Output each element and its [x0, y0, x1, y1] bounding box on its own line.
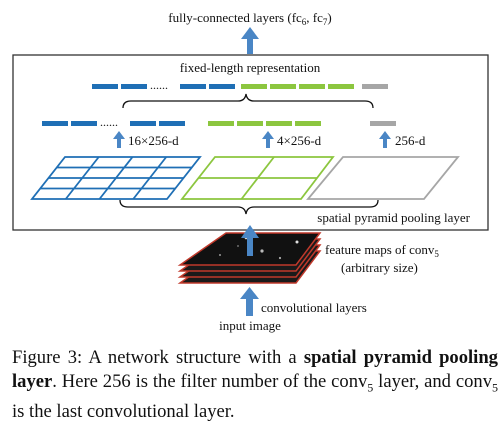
pyramid-grid-2x2 — [180, 156, 335, 200]
arbitrary-size-label: (arbitrary size) — [341, 260, 418, 275]
bin4-vector — [208, 121, 321, 126]
fully-connected-label: fully-connected layers (fc6, fc7) — [168, 10, 332, 27]
input-image-label: input image — [219, 318, 281, 333]
conv-layers-label: convolutional layers — [261, 300, 367, 315]
arrow-bin4-icon — [262, 131, 274, 148]
bin16-label: 16×256-d — [128, 133, 179, 148]
bin1-label: 256-d — [395, 133, 426, 148]
arrow-to-spp-icon — [241, 225, 259, 256]
arrow-conv-layers-icon — [240, 287, 259, 316]
caption-prefix: Figure 3: A network structure with a — [12, 347, 304, 368]
caption-sub1: 5 — [367, 380, 374, 395]
arrow-bin16-icon — [113, 131, 125, 148]
fixed-length-brace — [122, 93, 374, 109]
feature-maps-label: feature maps of conv5 — [325, 242, 439, 259]
spp-layer-label: spatial pyramid pooling layer — [317, 210, 470, 225]
bin1-vector — [370, 121, 396, 126]
arrow-bin1-icon — [379, 131, 391, 148]
caption-end: is the last convolutional layer. — [12, 400, 235, 422]
caption-mid2: layer, and conv — [373, 371, 493, 392]
pyramid-grid-4x4 — [30, 156, 202, 200]
bin16-dots: ...... — [100, 115, 118, 129]
spp-brace — [119, 199, 379, 215]
fixed-length-vector: ...... — [92, 78, 388, 92]
feature-maps-stack — [177, 232, 322, 284]
caption-sub2: 5 — [492, 380, 499, 395]
pyramid-grid-1x1 — [306, 156, 460, 200]
fixed-length-dots: ...... — [150, 78, 168, 92]
caption-bold: spatial pyramid pooling layer — [12, 347, 498, 392]
bin4-label: 4×256-d — [277, 133, 322, 148]
fixed-length-label: fixed-length representation — [180, 60, 321, 75]
spp-network-diagram: fully-connected layers (fc6, fc7) fixed-… — [12, 10, 489, 333]
bin16-vector: ...... — [42, 115, 185, 129]
arrow-to-fc-icon — [241, 27, 259, 54]
figure-caption: Figure 3: A network structure with a spa… — [12, 346, 498, 424]
caption-mid1: . Here 256 is the filter number of the c… — [52, 371, 368, 392]
